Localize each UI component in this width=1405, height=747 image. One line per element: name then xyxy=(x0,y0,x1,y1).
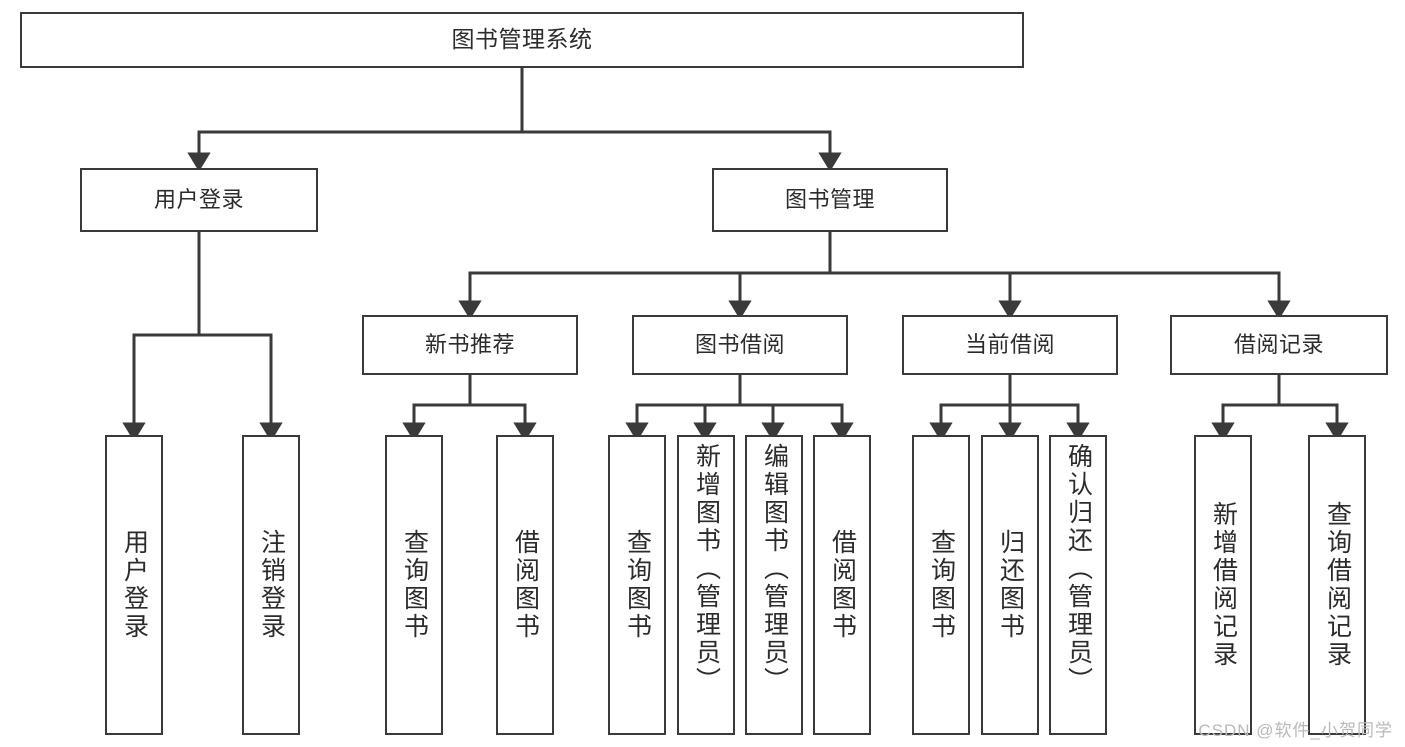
node-label: 查询借阅记录 xyxy=(1323,501,1352,669)
node-label: 编辑图书（管理员） xyxy=(760,443,789,695)
node-label: 图书管理 xyxy=(784,187,875,213)
leaf-book-borrow-borrow[interactable]: 借阅图书 xyxy=(813,435,871,735)
leaf-current-borrow-confirm-admin[interactable]: 确认归还（管理员） xyxy=(1049,435,1107,735)
node-root-library-system[interactable]: 图书管理系统 xyxy=(20,12,1024,68)
leaf-new-book-query[interactable]: 查询图书 xyxy=(385,435,443,735)
leaf-current-borrow-return[interactable]: 归还图书 xyxy=(981,435,1039,735)
leaf-user-login-logout[interactable]: 注销登录 xyxy=(242,435,300,735)
node-label: 确认归还（管理员） xyxy=(1064,443,1093,695)
leaf-new-book-borrow[interactable]: 借阅图书 xyxy=(496,435,554,735)
node-label: 借阅图书 xyxy=(828,529,857,641)
node-label: 图书借阅 xyxy=(694,332,785,358)
node-new-book-recommend[interactable]: 新书推荐 xyxy=(362,315,578,375)
node-label: 当前借阅 xyxy=(964,332,1055,358)
leaf-book-borrow-add-admin[interactable]: 新增图书（管理员） xyxy=(677,435,735,735)
leaf-current-borrow-query[interactable]: 查询图书 xyxy=(912,435,970,735)
csdn-watermark: CSDN @软件_小贺同学 xyxy=(1198,721,1393,740)
node-current-borrow[interactable]: 当前借阅 xyxy=(902,315,1118,375)
node-book-management[interactable]: 图书管理 xyxy=(712,168,948,232)
leaf-borrow-record-query[interactable]: 查询借阅记录 xyxy=(1308,435,1366,735)
node-label: 新增图书（管理员） xyxy=(692,443,721,695)
node-label: 查询图书 xyxy=(927,529,956,641)
node-label: 查询图书 xyxy=(623,529,652,641)
node-borrow-record[interactable]: 借阅记录 xyxy=(1170,315,1388,375)
node-label: 借阅记录 xyxy=(1233,332,1324,358)
node-user-login[interactable]: 用户登录 xyxy=(80,168,318,232)
node-label: 注销登录 xyxy=(257,529,286,641)
node-label: 归还图书 xyxy=(996,529,1025,641)
node-label: 用户登录 xyxy=(153,187,244,213)
node-label: 新书推荐 xyxy=(424,332,515,358)
leaf-user-login-login[interactable]: 用户登录 xyxy=(105,435,163,735)
leaf-borrow-record-add[interactable]: 新增借阅记录 xyxy=(1194,435,1252,735)
node-book-borrow[interactable]: 图书借阅 xyxy=(632,315,848,375)
node-label: 查询图书 xyxy=(400,529,429,641)
leaf-book-borrow-query[interactable]: 查询图书 xyxy=(608,435,666,735)
leaf-book-borrow-edit-admin[interactable]: 编辑图书（管理员） xyxy=(745,435,803,735)
node-label: 新增借阅记录 xyxy=(1209,501,1238,669)
node-label: 借阅图书 xyxy=(511,529,540,641)
node-label: 用户登录 xyxy=(120,529,149,641)
node-label: 图书管理系统 xyxy=(451,26,593,53)
